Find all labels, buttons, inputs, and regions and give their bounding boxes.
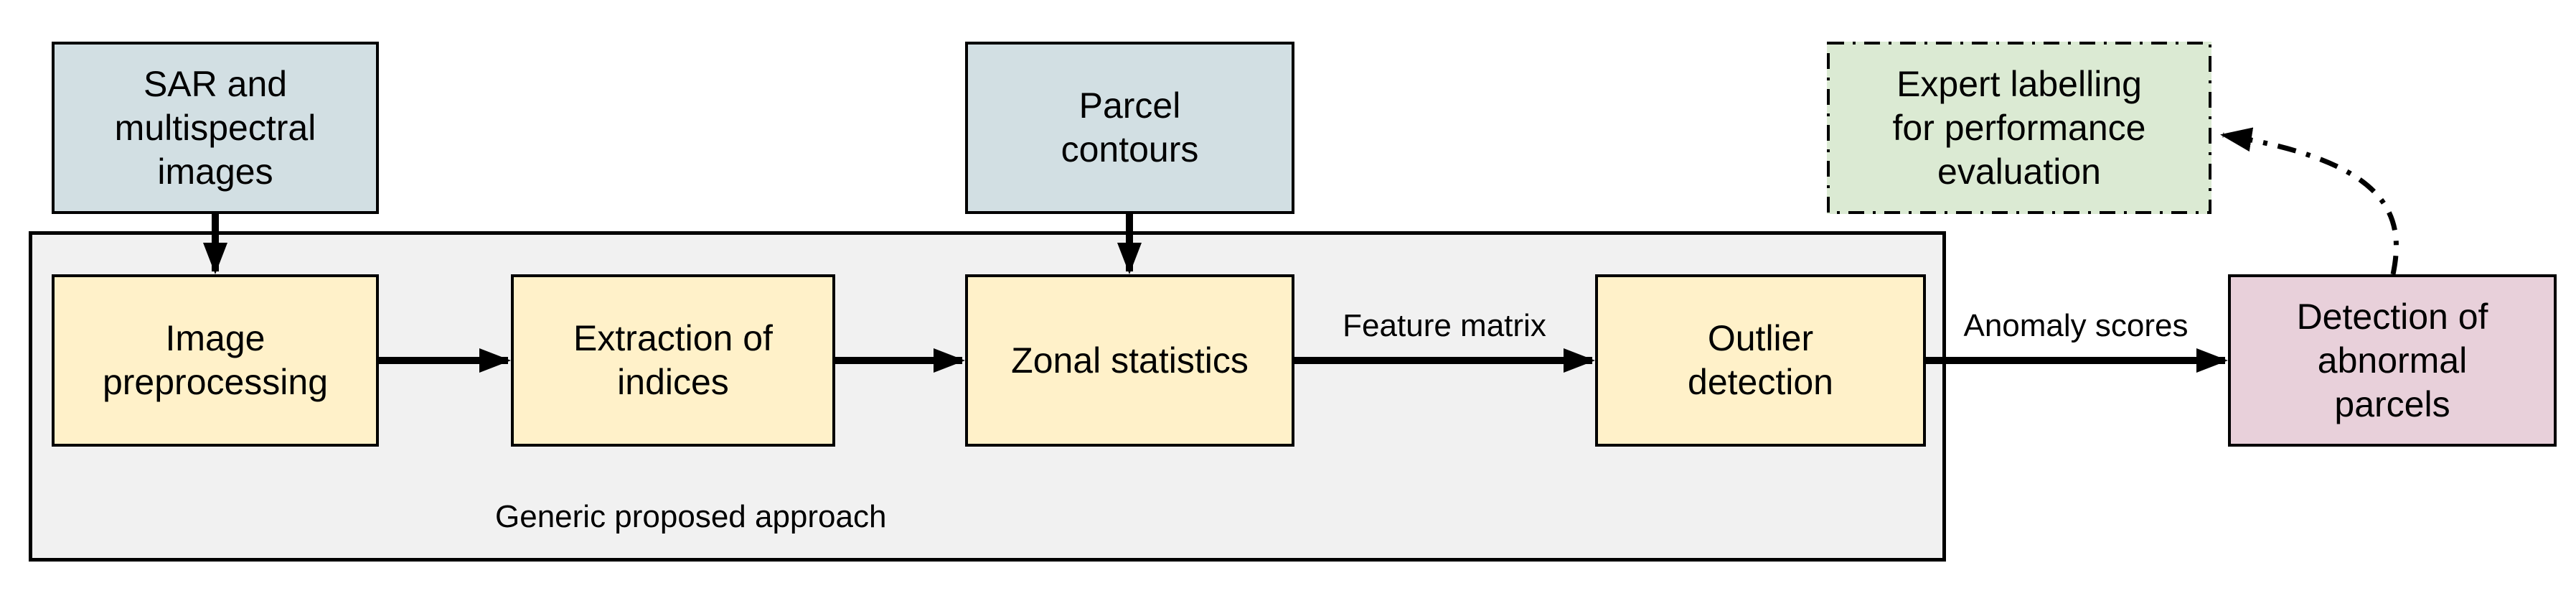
node-text-line: indices [617, 362, 729, 402]
container-label: Generic proposed approach [495, 499, 887, 534]
label-anomaly-scores: Anomaly scores [1963, 308, 2189, 343]
node-text-line: for performance [1892, 107, 2146, 148]
node-detection-abnormal-parcels: Detection of abnormal parcels [2228, 274, 2557, 447]
node-image-preprocessing: Image preprocessing [52, 274, 379, 447]
node-expert-labelling: Expert labelling for performance evaluat… [1827, 42, 2211, 214]
node-zonal-statistics: Zonal statistics [965, 274, 1294, 447]
node-text-line: Zonal statistics [1011, 340, 1249, 381]
node-text-line: Expert labelling [1896, 63, 2142, 104]
node-text-line: evaluation [1937, 151, 2101, 192]
node-text-line: Detection of [2296, 296, 2488, 337]
node-sar-multispectral-images: SAR and multispectral images [52, 42, 379, 214]
node-text-line: parcels [2334, 383, 2450, 424]
node-text-line: Image [165, 318, 265, 358]
node-text-line: Extraction of [573, 318, 773, 358]
node-outlier-detection: Outlier detection [1595, 274, 1926, 447]
label-feature-matrix: Feature matrix [1343, 308, 1546, 343]
node-text-line: detection [1688, 362, 1833, 402]
node-extraction-of-indices: Extraction of indices [511, 274, 835, 447]
node-text-line: Outlier [1707, 318, 1814, 358]
node-text-line: SAR and [143, 63, 288, 104]
arrow-detection-to-expert-dashdot [2220, 127, 2399, 275]
node-text-line: contours [1061, 129, 1199, 169]
node-text-line: multispectral [114, 107, 316, 148]
node-text-line: Parcel [1078, 85, 1181, 126]
node-parcel-contours: Parcel contours [965, 42, 1294, 214]
node-text-line: abnormal [2317, 340, 2468, 381]
node-text-line: images [157, 151, 273, 192]
node-text-line: preprocessing [102, 362, 329, 402]
